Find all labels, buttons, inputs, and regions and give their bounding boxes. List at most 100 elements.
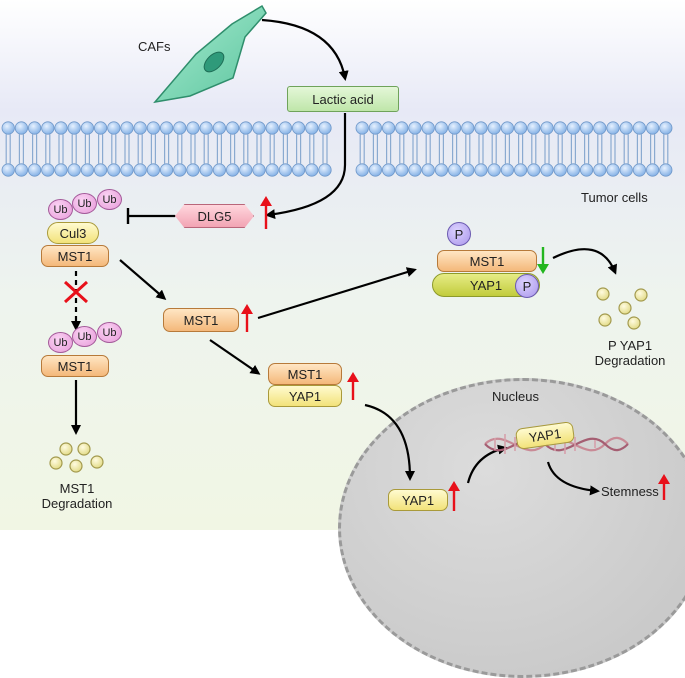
membrane-bead	[421, 163, 435, 177]
arrow-pyap1-to-degradation	[552, 248, 617, 275]
membrane-bead	[67, 121, 81, 135]
ub-tag-5: Ub	[72, 326, 97, 347]
membrane-bead	[278, 121, 292, 135]
mst1-box-complex2: MST1	[268, 363, 342, 385]
membrane-bead	[54, 121, 68, 135]
membrane-bead	[133, 121, 147, 135]
mst1-box-central: MST1	[163, 308, 239, 332]
membrane-bead	[186, 121, 200, 135]
ub-tag-6: Ub	[97, 322, 122, 343]
membrane-bead	[645, 163, 660, 177]
membrane-bead	[41, 121, 55, 135]
membrane-bead	[513, 121, 528, 135]
membrane-bead	[566, 121, 581, 135]
membrane-bead	[199, 163, 213, 177]
pyap1-degradation-line1: P YAP1	[607, 338, 653, 353]
membrane-bead	[239, 163, 253, 177]
membrane-bead	[395, 163, 409, 177]
membrane-bead	[107, 121, 121, 135]
membrane-bead	[593, 121, 607, 135]
membrane-bead	[632, 121, 647, 135]
membrane-bead	[14, 163, 28, 177]
membrane-bead	[305, 121, 319, 135]
membrane-bead	[447, 121, 462, 135]
membrane-bead	[619, 121, 633, 135]
membrane-bead	[421, 121, 435, 135]
diagram-canvas	[1, 4, 673, 511]
phospho-mst1-icon: P	[447, 222, 471, 246]
membrane-bead	[160, 163, 174, 177]
membrane-bead	[278, 163, 292, 177]
caf-nucleus-shape	[203, 51, 225, 73]
dlg5-box: DLG5	[175, 204, 254, 228]
mst1-degradation-line1: MST1	[59, 481, 95, 496]
membrane-bead	[500, 163, 514, 177]
membrane-bead	[120, 163, 134, 177]
membrane-bead	[408, 121, 422, 135]
membrane-bead	[381, 163, 396, 177]
membrane-bead	[566, 163, 581, 177]
membrane-bead	[186, 163, 200, 177]
membrane-bead	[160, 121, 174, 135]
membrane-bead	[659, 163, 673, 177]
membrane-bead	[252, 121, 266, 135]
membrane-bead	[579, 121, 594, 135]
membrane-bead	[252, 163, 266, 177]
membrane-bead	[54, 163, 68, 177]
membrane-bead	[80, 163, 95, 177]
membrane-bead	[94, 121, 108, 135]
membrane-bead	[27, 163, 42, 177]
membrane-bead	[355, 121, 369, 135]
membrane-bead	[173, 163, 187, 177]
phospho-yap1-icon: P	[515, 274, 539, 298]
membrane-bead	[527, 121, 541, 135]
membrane-bead	[318, 121, 332, 135]
membrane-bead	[355, 163, 369, 177]
cell-membrane	[1, 121, 673, 177]
membrane-bead	[513, 163, 528, 177]
stemness-label: Stemness	[601, 484, 659, 499]
membrane-bead	[226, 121, 240, 135]
membrane-bead	[645, 121, 660, 135]
mst1-box-complex: MST1	[41, 245, 109, 267]
membrane-bead	[67, 163, 81, 177]
membrane-bead	[94, 163, 108, 177]
membrane-bead	[447, 163, 462, 177]
membrane-bead	[120, 121, 134, 135]
membrane-bead	[173, 121, 187, 135]
membrane-bead	[553, 121, 567, 135]
pyap1-degradation-line2: Degradation	[594, 353, 666, 368]
membrane-bead	[107, 163, 121, 177]
membrane-bead	[659, 121, 673, 135]
membrane-bead	[27, 121, 42, 135]
membrane-bead	[540, 121, 554, 135]
membrane-bead	[226, 163, 240, 177]
membrane-bead	[461, 121, 475, 135]
membrane-bead	[1, 121, 15, 135]
membrane-bead	[265, 121, 279, 135]
tumor-cells-label: Tumor cells	[581, 190, 648, 205]
membrane-bead	[606, 121, 620, 135]
mst1-degradation-label: MST1 Degradation	[22, 481, 132, 511]
caf-label: CAFs	[138, 39, 171, 54]
arrow-dna-to-stemness	[546, 461, 600, 496]
membrane-bead	[80, 121, 95, 135]
membrane-bead	[553, 163, 567, 177]
membrane-bead	[305, 163, 319, 177]
arrow-mst1-to-mst1yap1	[209, 339, 261, 375]
yap1-box-nucleus: YAP1	[388, 489, 448, 511]
ub-tag-2: Ub	[72, 193, 97, 214]
membrane-bead	[540, 163, 554, 177]
membrane-bead	[265, 163, 279, 177]
pyap1-degradation-label: P YAP1 Degradation	[575, 338, 685, 368]
membrane-bead	[579, 163, 594, 177]
arrow-yap1-to-dna	[466, 444, 508, 484]
caf-cell-shape	[153, 4, 267, 104]
membrane-bead	[199, 121, 213, 135]
membrane-bead	[434, 121, 448, 135]
pyap1-degradation-fragments	[596, 287, 648, 330]
up-arrow-yap1-icon	[448, 481, 460, 511]
membrane-bead	[212, 163, 226, 177]
membrane-bead	[368, 121, 382, 135]
mst1-box-phospho: MST1	[437, 250, 537, 272]
